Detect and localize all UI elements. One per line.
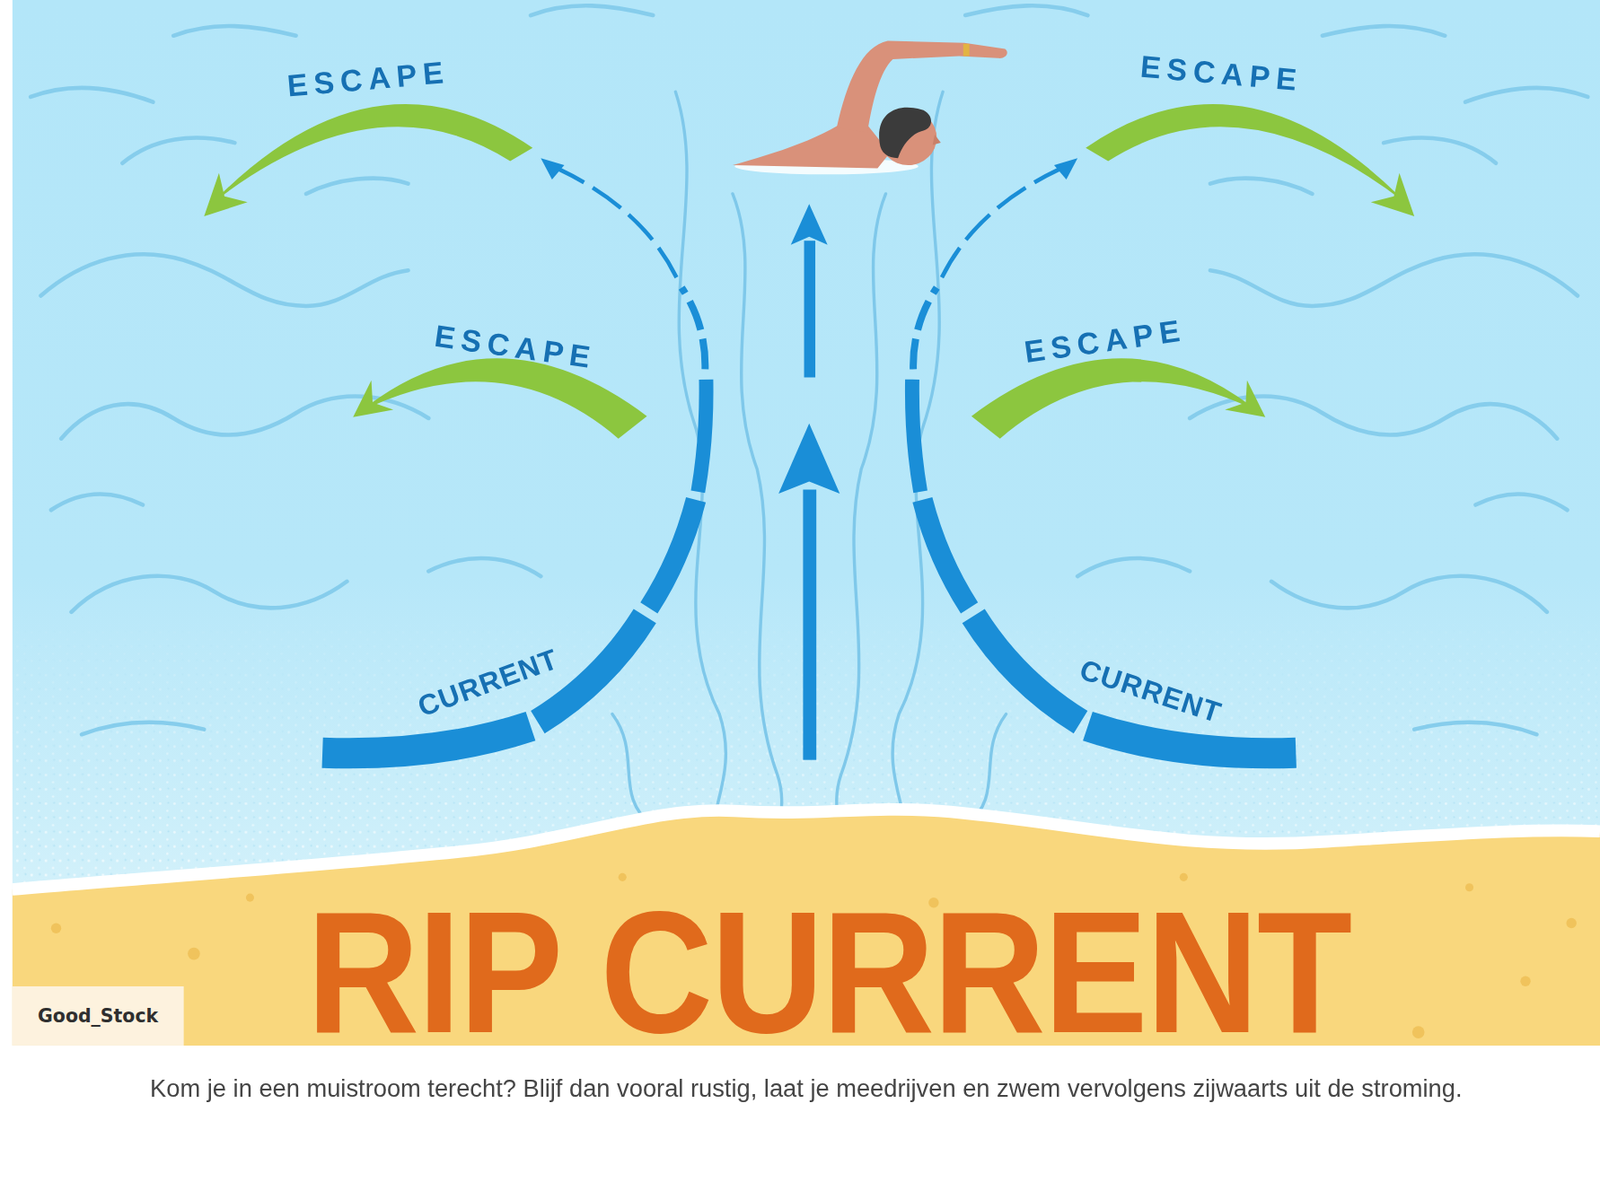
foam-line	[12, 809, 1600, 890]
sand-dot	[1412, 1026, 1425, 1039]
swimmer-nose	[932, 134, 941, 145]
rip-arrows	[778, 203, 840, 760]
sand-dot	[1520, 976, 1530, 987]
swimmer-hair	[879, 107, 932, 159]
arrow-shaft	[804, 240, 817, 378]
bracelet	[963, 43, 970, 57]
title-text: RIP CURRENT	[307, 885, 1352, 1059]
sand-dot	[1565, 918, 1576, 929]
sand-dot	[618, 873, 627, 882]
sand-dot	[1465, 883, 1474, 892]
right-side	[836, 5, 1589, 847]
swimmer	[732, 40, 1008, 175]
arrow-shaft	[802, 490, 817, 761]
sand-dot	[187, 948, 201, 961]
arrow-head	[791, 203, 828, 245]
left-side	[30, 5, 783, 847]
sand-dot	[51, 923, 62, 934]
sand-dot	[246, 894, 255, 903]
sand-dot	[1179, 873, 1188, 882]
credit-badge: Good_Stock	[12, 986, 185, 1047]
arrow-head	[778, 423, 840, 494]
caption-text: Kom je in een muistroom terecht? Blijf d…	[81, 1072, 1531, 1105]
